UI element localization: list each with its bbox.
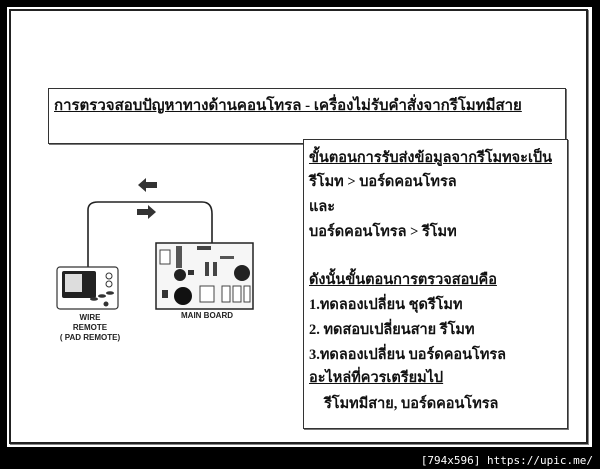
heading-spare-parts: อะไหล่ที่ควรเตรียมไป <box>309 370 444 386</box>
page-title: การตรวจสอบปัญหาทางด้านคอนโทรล - เครื่องไ… <box>54 98 522 114</box>
step-1: 1.ทดลองเปลี่ยน ชุดรีโมท <box>309 297 463 313</box>
info-box: ขั้นตอนการรับส่งข้อมูลจากรีโมทจะเป็น รีโ… <box>303 139 568 429</box>
arrow-right-icon <box>137 205 156 219</box>
step-3: 3.ทดลองเปลี่ยน บอร์ดคอนโทรล <box>309 347 507 363</box>
remote-label-line3: ( PAD REMOTE) <box>59 333 121 342</box>
step-2: 2. ทดสอบเปลี่ยนสาย รีโมท <box>309 322 475 338</box>
heading-data-flow: ขั้นตอนการรับส่งข้อมูลจากรีโมทจะเป็น <box>309 150 553 166</box>
flow-board-to-remote: บอร์ดคอนโทรล > รีโมท <box>309 224 457 240</box>
wire-remote-icon <box>56 266 119 310</box>
spare-parts-list: รีโมทมีสาย, บอร์ดคอนโทรล <box>324 396 499 412</box>
and-text: และ <box>309 199 336 215</box>
main-board-icon <box>155 242 254 310</box>
remote-label-line2: REMOTE <box>72 323 108 332</box>
arrow-left-icon <box>138 178 157 192</box>
main-board-label: MAIN BOARD <box>181 311 233 320</box>
heading-check-steps: ดังนั้นขั้นตอนการตรวจสอบคือ <box>309 272 497 288</box>
remote-wire <box>87 201 213 268</box>
wiring-diagram <box>56 178 254 310</box>
slide-frame <box>9 9 588 444</box>
slide: การตรวจสอบปัญหาทางด้านคอนโทรล - เครื่องไ… <box>7 7 592 447</box>
watermark: [794x596] https://upic.me/ <box>420 454 593 467</box>
wire-remote-label: WIRE REMOTE ( PAD REMOTE) <box>59 313 121 343</box>
flow-remote-to-board: รีโมท > บอร์ดคอนโทรล <box>309 174 457 190</box>
remote-label-line1: WIRE <box>79 313 101 322</box>
